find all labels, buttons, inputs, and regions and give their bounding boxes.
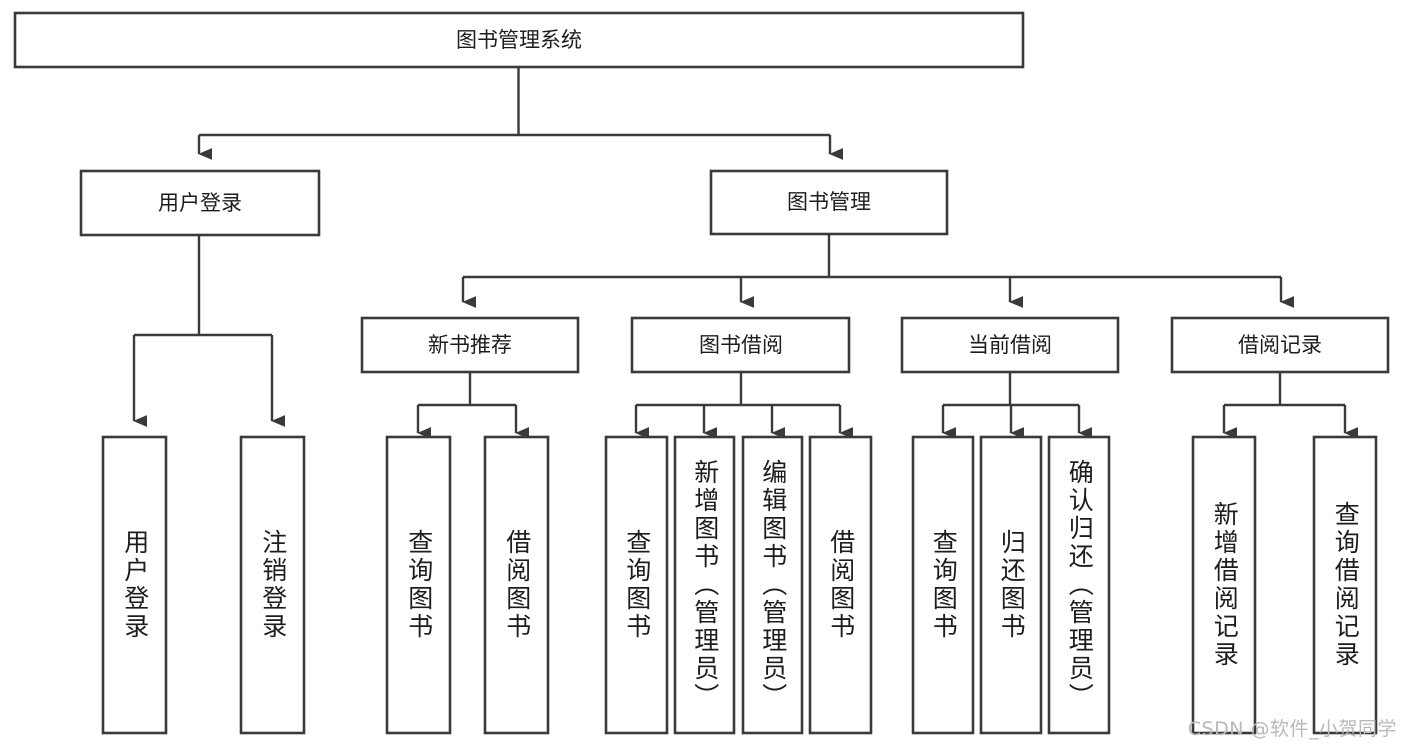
leaf-box-book-borrow-3[interactable] (808, 435, 873, 735)
connector-borrowrecords-to-leaves (1222, 372, 1359, 439)
leaf-box-current-borrow-1[interactable] (979, 435, 1043, 735)
node-root-book-management-system[interactable]: 图书管理系统 (13, 11, 1025, 69)
leaf-box-new-book-0[interactable] (385, 435, 452, 735)
node-label-root: 图书管理系统 (456, 28, 582, 52)
leaf-box-book-borrow-1[interactable] (673, 435, 736, 735)
leaf-box-current-borrow-2[interactable] (1047, 435, 1111, 735)
node-book-borrow[interactable]: 图书借阅 (630, 316, 851, 374)
node-label-user-login: 用户登录 (158, 191, 242, 215)
connector-bookborrow-to-leaves (634, 372, 854, 439)
leaf-box-borrow-records-0[interactable] (1191, 435, 1257, 735)
leaf-box-user-login-1[interactable] (239, 435, 306, 735)
leaf-box-current-borrow-0[interactable] (911, 435, 975, 735)
node-label-current-borrow: 当前借阅 (968, 333, 1052, 357)
node-book-management[interactable]: 图书管理 (709, 169, 949, 236)
node-label-borrow-records: 借阅记录 (1238, 333, 1322, 357)
watermark-text: CSDN @软件_小贺同学 (1187, 718, 1397, 740)
node-borrow-records[interactable]: 借阅记录 (1170, 316, 1390, 374)
node-user-login[interactable]: 用户登录 (79, 169, 321, 237)
node-label-book-management: 图书管理 (787, 190, 871, 214)
leaf-box-borrow-records-1[interactable] (1312, 435, 1378, 735)
node-label-new-book-recommend: 新书推荐 (428, 333, 512, 357)
node-new-book-recommend[interactable]: 新书推荐 (360, 316, 580, 374)
node-current-borrow[interactable]: 当前借阅 (900, 316, 1120, 374)
leaf-box-book-borrow-2[interactable] (741, 435, 804, 735)
leaf-box-book-borrow-0[interactable] (604, 435, 669, 735)
connector-userlogin-to-leaves (132, 235, 286, 427)
leaf-box-user-login-0[interactable] (101, 435, 168, 735)
connector-newbook-to-leaves (416, 372, 530, 439)
connector-currentborrow-to-leaves (941, 372, 1093, 439)
connector-root-to-level2 (197, 67, 844, 160)
connector-bookmgmt-to-level3 (461, 234, 1295, 308)
node-label-book-borrow: 图书借阅 (699, 333, 783, 357)
leaf-box-new-book-1[interactable] (483, 435, 550, 735)
